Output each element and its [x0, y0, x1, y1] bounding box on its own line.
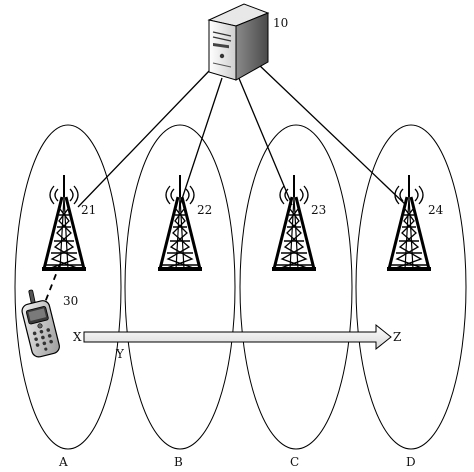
tower-label-24: 24	[428, 203, 444, 217]
cell-tower-icon	[156, 173, 204, 273]
movement-mid-label: Y	[115, 347, 125, 361]
tower-label-22: 22	[197, 203, 212, 217]
cell-coverage-d	[355, 124, 467, 450]
cell-label-c: C	[290, 455, 299, 469]
link-server-24	[257, 63, 407, 206]
cell-coverage-c	[239, 124, 353, 450]
link-server-23	[237, 75, 293, 206]
server-label: 10	[273, 16, 288, 30]
tower-label-21: 21	[81, 203, 96, 217]
movement-arrow	[83, 323, 392, 351]
cell-tower-icon	[385, 173, 433, 273]
cell-label-d: D	[406, 455, 416, 469]
movement-start-label: X	[73, 330, 82, 344]
mobile-phone-icon	[21, 289, 60, 358]
cell-tower-icon	[40, 173, 88, 273]
tower-label-23: 23	[311, 203, 326, 217]
phone-label: 30	[63, 294, 78, 308]
server-links	[77, 63, 407, 208]
cell-tower-icon	[270, 173, 318, 273]
link-server-21	[77, 69, 211, 208]
cell-label-b: B	[174, 455, 183, 469]
cell-label-a: A	[58, 455, 68, 469]
wireless-link	[43, 263, 61, 306]
link-server-22	[179, 77, 223, 206]
cell-coverage-b	[124, 124, 236, 450]
cell-coverage-a	[14, 124, 122, 450]
movement-end-label: Z	[393, 330, 401, 344]
server-icon	[207, 3, 270, 81]
